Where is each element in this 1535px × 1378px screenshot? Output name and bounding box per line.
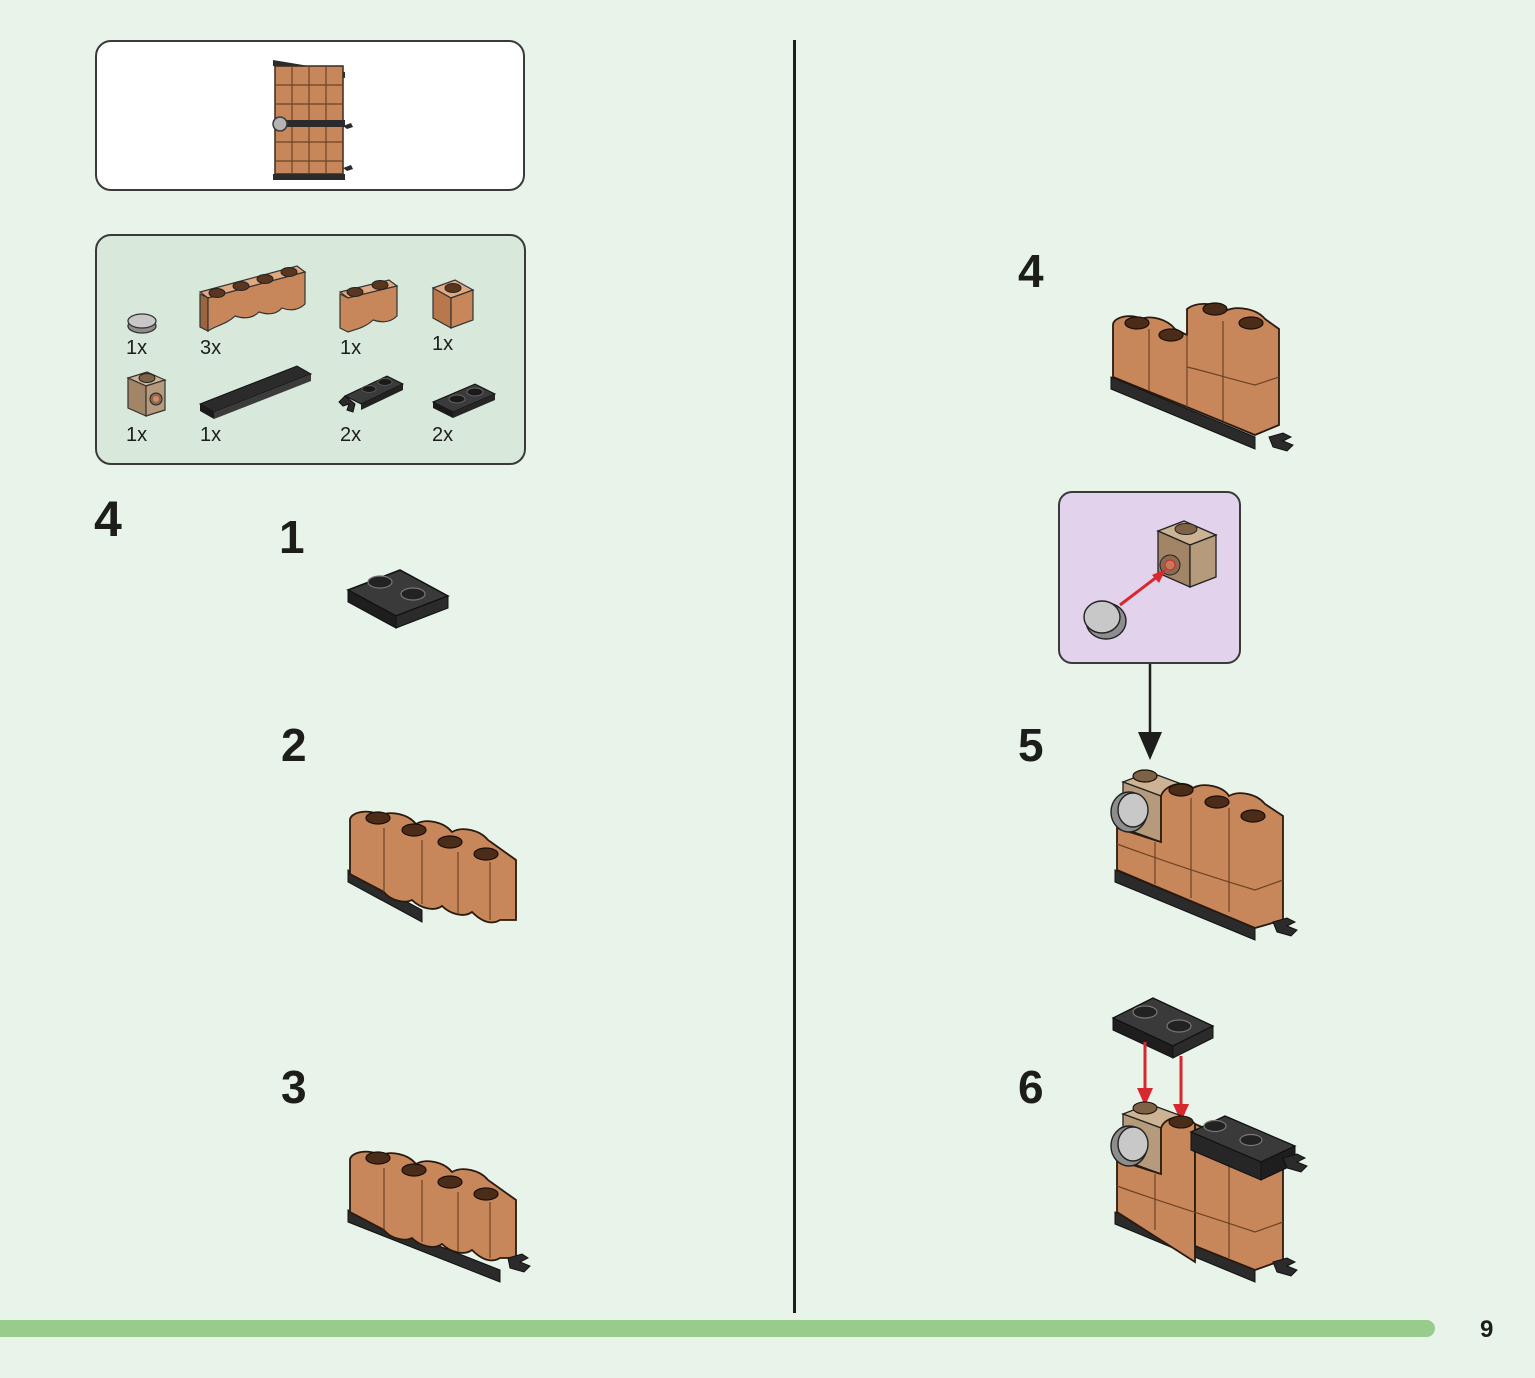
step-5-illustration	[1110, 769, 1298, 941]
progress-bar	[0, 1320, 1435, 1337]
callout-arrow	[1138, 664, 1162, 760]
part-qty: 1x	[126, 337, 148, 359]
page-number: 9	[1480, 1316, 1494, 1343]
sub-assembly-callout	[1058, 491, 1241, 664]
part-qty: 3x	[200, 337, 222, 359]
step-2-illustration	[347, 810, 517, 924]
section-number: 4	[94, 491, 122, 547]
step-number: 3	[281, 1061, 307, 1113]
round-tile-icon	[126, 265, 497, 419]
step-3-illustration	[347, 1150, 531, 1283]
part-qty: 1x	[200, 424, 222, 446]
step-number: 6	[1018, 1061, 1044, 1113]
model-overview-box	[95, 40, 525, 191]
step-number: 1	[279, 511, 305, 563]
step-number: 5	[1018, 719, 1044, 771]
part-qty: 1x	[126, 424, 148, 446]
part-qty: 1x	[340, 337, 362, 359]
step-4-illustration	[1110, 302, 1294, 452]
step-number: 2	[281, 719, 307, 771]
completed-door-model-image	[272, 60, 353, 180]
step-6-illustration	[1110, 997, 1308, 1283]
page-divider	[793, 40, 796, 1313]
step-1-illustration	[346, 569, 450, 629]
parts-list-box: 1x 3x 1x 1x 1x 1x 2x 2x	[95, 234, 526, 465]
side-stud-assembly-icon	[1083, 520, 1218, 640]
part-qty: 2x	[340, 424, 362, 446]
part-qty: 2x	[432, 424, 454, 446]
step-number: 4	[1018, 245, 1044, 297]
part-qty: 1x	[432, 333, 454, 355]
